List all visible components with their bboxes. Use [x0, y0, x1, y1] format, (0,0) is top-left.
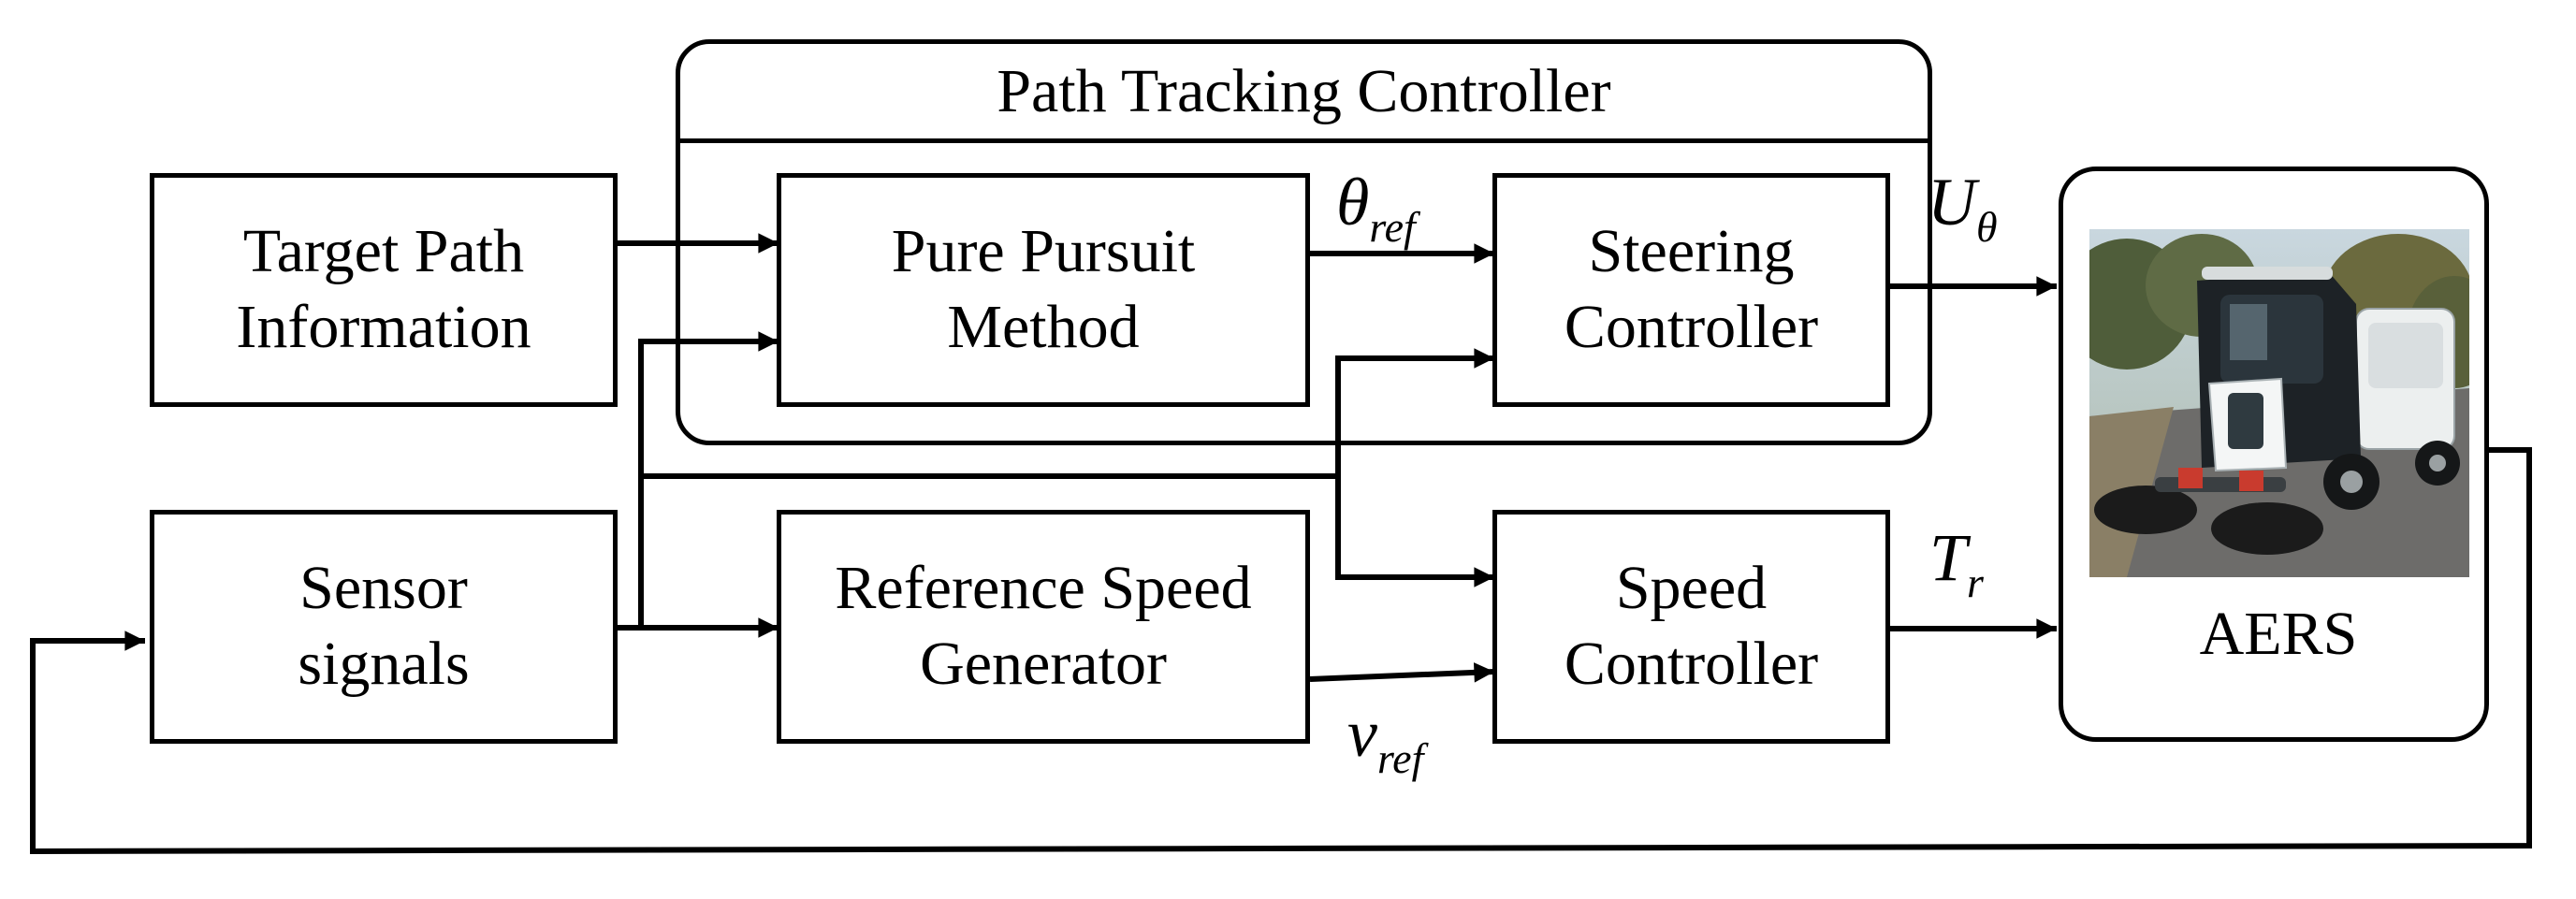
signal-t-r-symbol: T — [1929, 520, 1968, 595]
block-ref-speed-label: Reference Speed Generator — [835, 554, 1252, 698]
signal-v-ref-subscript: ref — [1376, 734, 1424, 782]
block-sensor-label: Sensor signals — [298, 554, 470, 698]
block-sensor-signals: Sensor signals — [150, 510, 618, 744]
block-speed-label: Speed Controller — [1564, 554, 1819, 698]
block-aers — [2059, 167, 2489, 742]
block-reference-speed-generator: Reference Speed Generator — [777, 510, 1310, 744]
block-aers-label: AERS — [2199, 600, 2358, 668]
signal-u-theta-subscript: θ — [1976, 203, 1998, 251]
signal-u-theta-symbol: U — [1928, 165, 1976, 239]
signal-v-ref-symbol: v — [1347, 696, 1377, 771]
street-sweeper-image — [2089, 229, 2469, 577]
signal-theta-ref: θref — [1336, 168, 1416, 249]
block-pure-pursuit-label: Pure Pursuit Method — [891, 217, 1196, 361]
block-pure-pursuit-method: Pure Pursuit Method — [777, 173, 1310, 407]
block-target-path-label: Target Path Information — [236, 217, 531, 361]
path-tracking-controller-group — [676, 39, 1932, 445]
block-target-path-information: Target Path Information — [150, 173, 618, 407]
block-steering-controller: Steering Controller — [1492, 173, 1890, 407]
wire-branch-to-steering — [1335, 348, 1494, 476]
group-title-divider — [676, 138, 1932, 143]
arrow-refspeed-to-speed — [1309, 662, 1495, 683]
vehicle-photo — [2089, 229, 2469, 577]
wire-branch-to-speed — [1335, 476, 1494, 587]
signal-theta-ref-symbol: θ — [1336, 165, 1370, 239]
signal-t-r: Tr — [1929, 524, 1984, 604]
block-speed-controller: Speed Controller — [1492, 510, 1890, 744]
signal-v-ref: vref — [1347, 700, 1423, 780]
wire-sensor-bus-to-pursuit — [638, 331, 779, 628]
wire-feedback-loop — [30, 447, 2532, 855]
signal-u-theta: Uθ — [1928, 168, 1998, 249]
signal-theta-ref-subscript: ref — [1369, 203, 1416, 251]
group-title: Path Tracking Controller — [997, 56, 1611, 125]
block-steering-label: Steering Controller — [1564, 217, 1819, 361]
signal-t-r-subscript: r — [1967, 558, 1984, 606]
